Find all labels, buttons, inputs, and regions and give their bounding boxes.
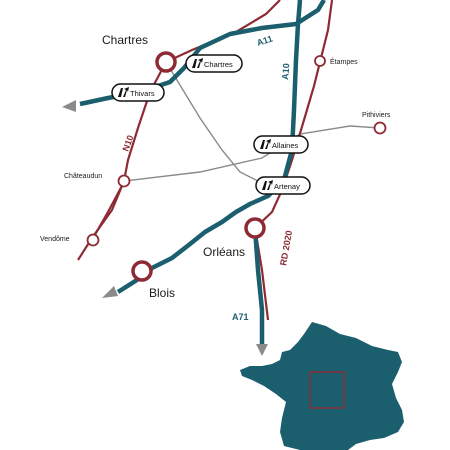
arrow-southwest-icon — [102, 286, 118, 298]
motorway-exit-icon — [192, 58, 203, 68]
city-label-chateaudun: Châteaudun — [64, 173, 102, 180]
city-marker-chartres — [155, 51, 177, 73]
exit-allaines: Allaines — [253, 135, 309, 154]
city-label-vendome: Vendôme — [40, 236, 70, 243]
france-silhouette — [240, 322, 404, 450]
exit-thivars: Thivars — [111, 83, 165, 102]
motorway-exit-icon — [262, 180, 273, 190]
road-rd2020 — [254, 0, 334, 229]
city-marker-etampes — [314, 55, 326, 67]
city-label-chartres: Chartres — [102, 33, 148, 47]
exit-label-chartres: Chartres — [204, 60, 233, 69]
city-label-etampes: Étampes — [330, 57, 358, 66]
city-marker-chateaudun — [117, 174, 131, 188]
city-marker-vendome — [86, 233, 100, 247]
large-city-markers — [131, 51, 266, 282]
city-marker-blois — [131, 260, 153, 282]
road-n10-north — [165, 0, 281, 63]
motorway-exit-icon — [260, 139, 271, 149]
city-label-orleans: Orléans — [203, 245, 245, 259]
city-label-blois: Blois — [149, 286, 175, 300]
exit-label-artenay: Artenay — [274, 182, 300, 191]
city-marker-pithiviers — [373, 121, 387, 135]
arrow-west-icon — [62, 100, 76, 112]
road-vendome-chateaudun — [91, 181, 125, 241]
exit-label-thivars: Thivars — [130, 89, 155, 98]
motorway-a71 — [252, 227, 265, 345]
direction-arrows — [62, 100, 268, 356]
label-a11: A11 — [256, 33, 274, 47]
motorway-exit-icon — [118, 87, 129, 97]
france-inset-map — [240, 322, 404, 450]
label-rd2020: RD 2020 — [278, 230, 294, 267]
road-chateaudun-pithiviers — [123, 125, 381, 182]
exit-chartres: Chartres — [185, 54, 243, 73]
exit-artenay: Artenay — [255, 176, 311, 195]
small-city-markers — [86, 55, 387, 247]
arrow-south-icon — [256, 344, 268, 356]
motorway-a10 — [116, 0, 303, 294]
region-highlight-box — [309, 371, 345, 409]
label-a71: A71 — [232, 312, 249, 322]
label-a10: A10 — [280, 63, 291, 80]
city-marker-orleans — [244, 217, 266, 239]
minor-roads — [123, 61, 381, 187]
exit-label-allaines: Allaines — [272, 141, 299, 150]
road-chartres-artenay — [165, 61, 269, 187]
city-label-pithiviers: Pithiviers — [362, 112, 391, 119]
label-n10: N10 — [120, 134, 135, 153]
